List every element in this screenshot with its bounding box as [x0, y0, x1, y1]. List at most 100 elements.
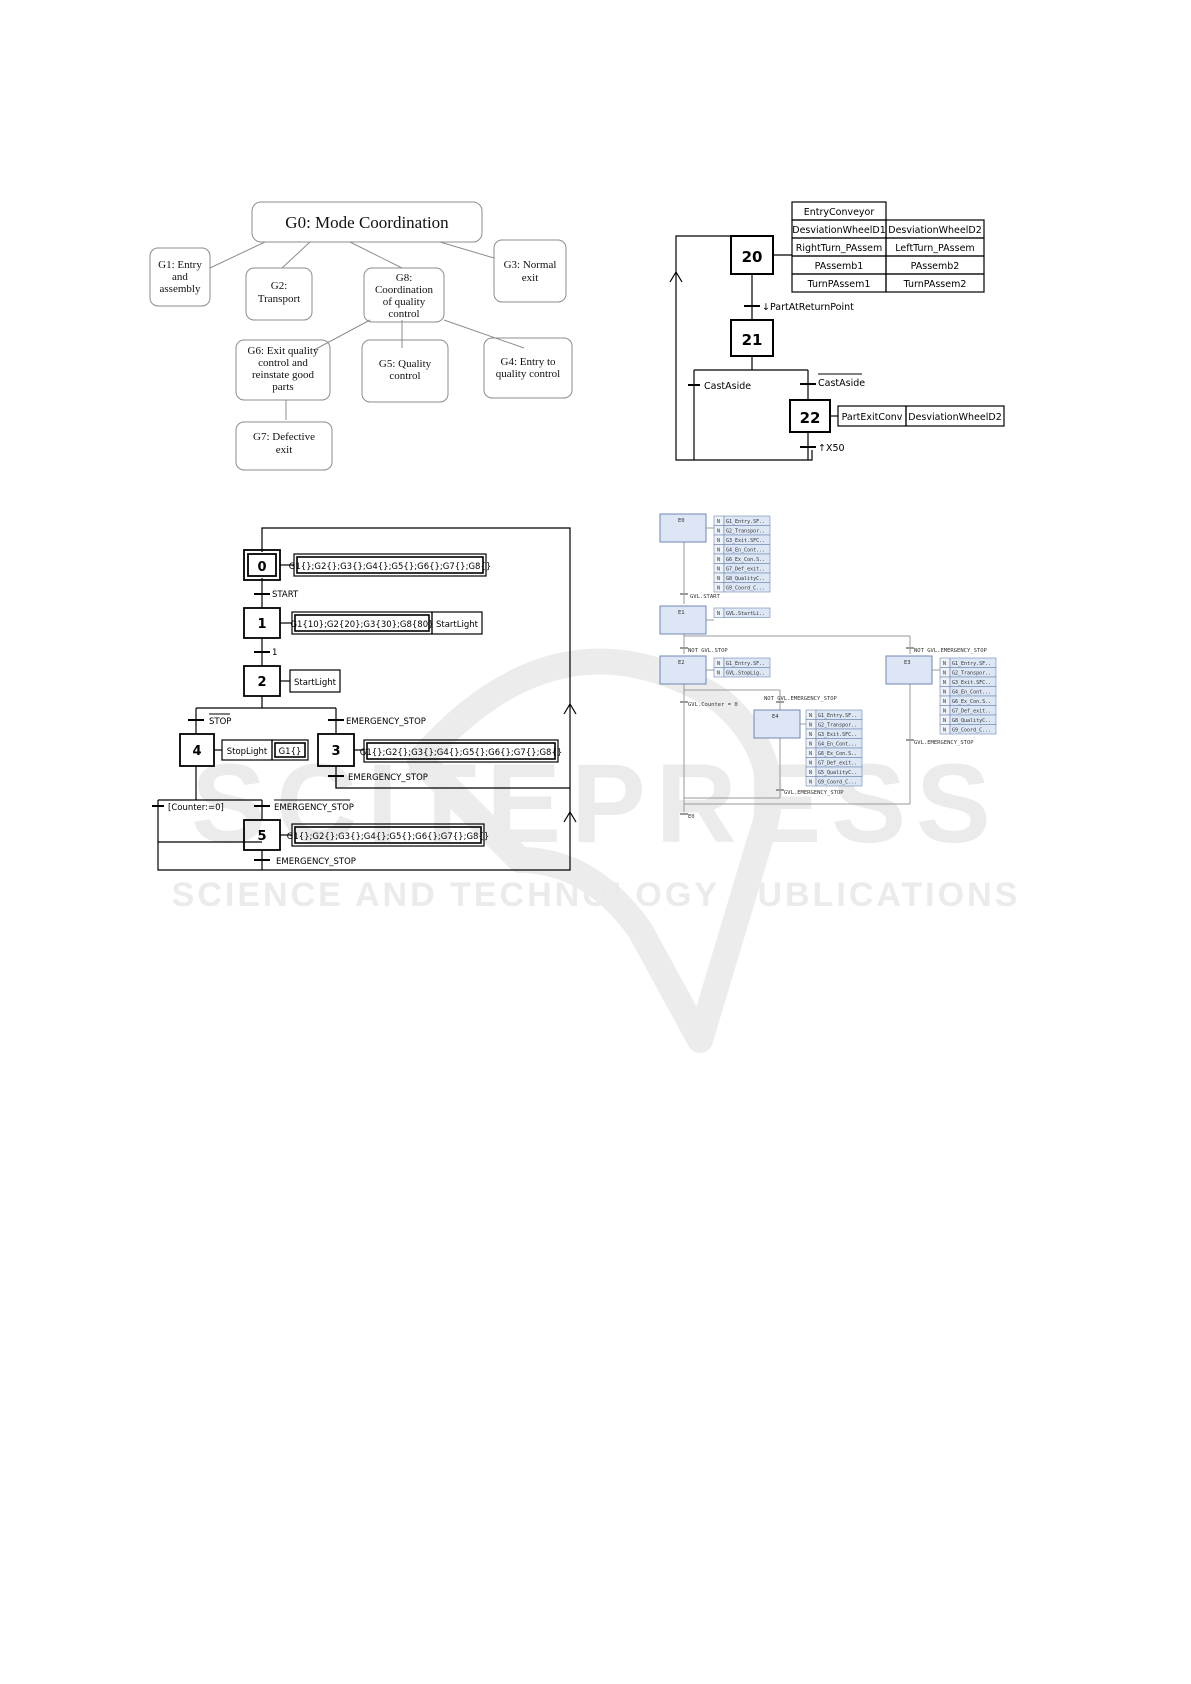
action-desviation-d2b-label: DesviationWheelD2: [908, 412, 1002, 423]
sfc-action-qualifier: N: [717, 529, 720, 535]
g8-label-3: of quality: [383, 296, 426, 308]
sfc-action-qualifier: N: [717, 567, 720, 573]
action-desviation-d2b: [905, 405, 1005, 427]
action-3-outer: [363, 739, 559, 763]
sfc-labels: E0 E1 E2 E3 E4 GVL.START NOT GVL.STOP NO…: [678, 518, 988, 820]
action-turnpassem1-label: TurnPAssem1: [807, 279, 871, 290]
sfc-action-name: G4_En_Cont...: [952, 690, 991, 696]
g6-label-3: reinstate good: [252, 369, 315, 381]
sfc-action-name: G1_Entry.SF..: [952, 661, 991, 667]
g6-label-2: control and: [258, 357, 308, 369]
sfc-action-qualifier: N: [717, 576, 720, 582]
sfc-t-notemerg2-label: NOT GVL.EMERGENCY_STOP: [764, 696, 838, 702]
sfc-action-qualifier: N: [943, 680, 946, 686]
g1-box: [149, 247, 211, 307]
g6-label-1: G6: Exit quality: [248, 345, 319, 357]
step-4-label: 4: [192, 744, 201, 759]
sfc-action-qualifier: N: [943, 661, 946, 667]
sfc-action-qualifier: N: [809, 713, 812, 719]
sfc-action-name: G1_Entry.SF..: [818, 713, 857, 719]
connector-g8-g6: [313, 319, 371, 351]
sfc-action-tables: N G1_Entry.SF.. N G2_Transpor.. N G3_Exit.SFC…: [706, 515, 997, 787]
sfc-action-qualifier: N: [943, 718, 946, 724]
action-4b-label: G1{}: [279, 747, 302, 757]
sfc-action-name: GVL.StartLi..: [726, 611, 765, 617]
sfc-step-e0: [659, 513, 707, 543]
step-0-label: 0: [257, 560, 266, 575]
sfc-action-name: G3_Exit.SFC..: [952, 680, 991, 686]
connector-g0-g3: [439, 241, 495, 259]
sfc-action-name-cell: [949, 724, 997, 735]
hierarchy-labels: G0: Mode Coordination G1: Entry and asse…: [158, 213, 560, 456]
sfc-t-notemerg-label: NOT GVL.EMERGENCY_STOP: [914, 648, 988, 654]
transition-not-stop-label: STOP: [209, 717, 231, 727]
action-left-turn-label: LeftTurn_PAssem: [895, 243, 974, 254]
action-4b-outer: [271, 739, 309, 761]
step-3-label: 3: [331, 744, 340, 759]
step-2-label: 2: [257, 675, 266, 690]
sfc-action-name: G3_Exit.SFC..: [818, 732, 857, 738]
sfc-e4-label: E4: [772, 714, 779, 720]
sfc-action-name: G8_QualityC..: [952, 718, 991, 724]
action-5-label: G1{};G2{};G3{};G4{};G5{};G6{};G7{};G8{}: [287, 832, 490, 842]
sfc-action-name: GVL.StopLig..: [726, 671, 765, 677]
g0-return-arrow-upper: [563, 702, 577, 715]
transition-counter-label: [Counter:=0]: [168, 803, 224, 813]
action-entry-conveyor-label: EntryConveyor: [804, 207, 875, 218]
sfc-action-qualifier: N: [809, 751, 812, 757]
sfc-e1-label: E1: [678, 610, 685, 616]
action-5-outer: [291, 823, 485, 847]
g8-label-1: G8:: [396, 272, 413, 284]
g5-label-2: control: [389, 370, 420, 382]
sfc-action-name: G6_Ex_Con.S..: [726, 557, 765, 563]
sfc-action-name: G9_Coord_C...: [952, 728, 991, 734]
g4-label-2: quality control: [496, 368, 560, 380]
action-turnpassem2-label: TurnPAssem2: [903, 279, 967, 290]
sfc-action-name-cell: [815, 776, 863, 787]
transition-emergency-3-label: EMERGENCY_STOP: [348, 773, 428, 783]
g5-box: [361, 339, 449, 403]
sfc-action-qualifier: N: [809, 780, 812, 786]
g3-label-2: exit: [522, 272, 539, 284]
action-4-label: StopLight: [227, 747, 268, 757]
g1-label-3: assembly: [160, 283, 201, 295]
sfc-t-emerg-label: GVL.EMERGENCY_STOP: [914, 740, 974, 746]
action-5-inner: [294, 826, 482, 844]
step-21-label: 21: [742, 331, 763, 349]
action-turnpassem2: [885, 273, 985, 293]
g0-box: [251, 201, 483, 243]
g0-label: G0: Mode Coordination: [285, 213, 449, 232]
action-0-inner: [296, 556, 484, 574]
g1-loop-arrow: [669, 270, 683, 283]
sfc-diagram: E0 E1 E2 E3 E4 GVL.START NOT GVL.STOP NO…: [659, 513, 997, 820]
sfc-action-name: G2_Transpor..: [818, 723, 857, 729]
sfc-action-name: G4_En_Cont...: [818, 742, 857, 748]
g7-label-2: exit: [276, 444, 293, 456]
sfc-action-name: G6_Ex_Con.S..: [952, 699, 991, 705]
sfc-action-name: G4_En_Cont...: [726, 548, 765, 554]
action-passemb1-label: PAssemb1: [815, 261, 864, 272]
action-0-outer: [293, 553, 487, 577]
action-1-label: G1{10};G2{20};G3{30};G8{80}: [290, 620, 433, 630]
action-desviation-d2-label: DesviationWheelD2: [888, 225, 982, 236]
action-desviation-d1-label: DesviationWheelD1: [792, 225, 886, 236]
sfc-action-name: G5_QualityC..: [818, 770, 857, 776]
action-3-label: G1{};G2{};G3{};G4{};G5{};G6{};G7{};G8{}: [360, 748, 563, 758]
connector-g0-g2: [281, 241, 311, 269]
g1-label-1: G1: Entry: [158, 259, 202, 271]
sfc-t-start-label: GVL.START: [690, 594, 720, 600]
sfc-action-qualifier: N: [717, 519, 720, 525]
sfc-action-qualifier: N: [943, 699, 946, 705]
g1-label-2: and: [172, 271, 188, 283]
sfc-action-name: G7_Def_exit..: [818, 761, 857, 767]
sfc-action-name: G9_Coord_C...: [726, 586, 765, 592]
action-4b-inner: [274, 742, 306, 758]
g7-label-1: G7: Defective: [253, 431, 315, 443]
action-right-turn-label: RightTurn_PAssem: [796, 243, 883, 254]
sfc-action-qualifier: N: [809, 732, 812, 738]
g2-box: [245, 267, 313, 321]
grafcet-g1: [669, 201, 1005, 461]
sfc-t-counter-label: GVL.Counter = 0: [688, 702, 738, 708]
step-21: [730, 319, 774, 357]
sfc-action-name: G1_Entry.SF..: [726, 519, 765, 525]
